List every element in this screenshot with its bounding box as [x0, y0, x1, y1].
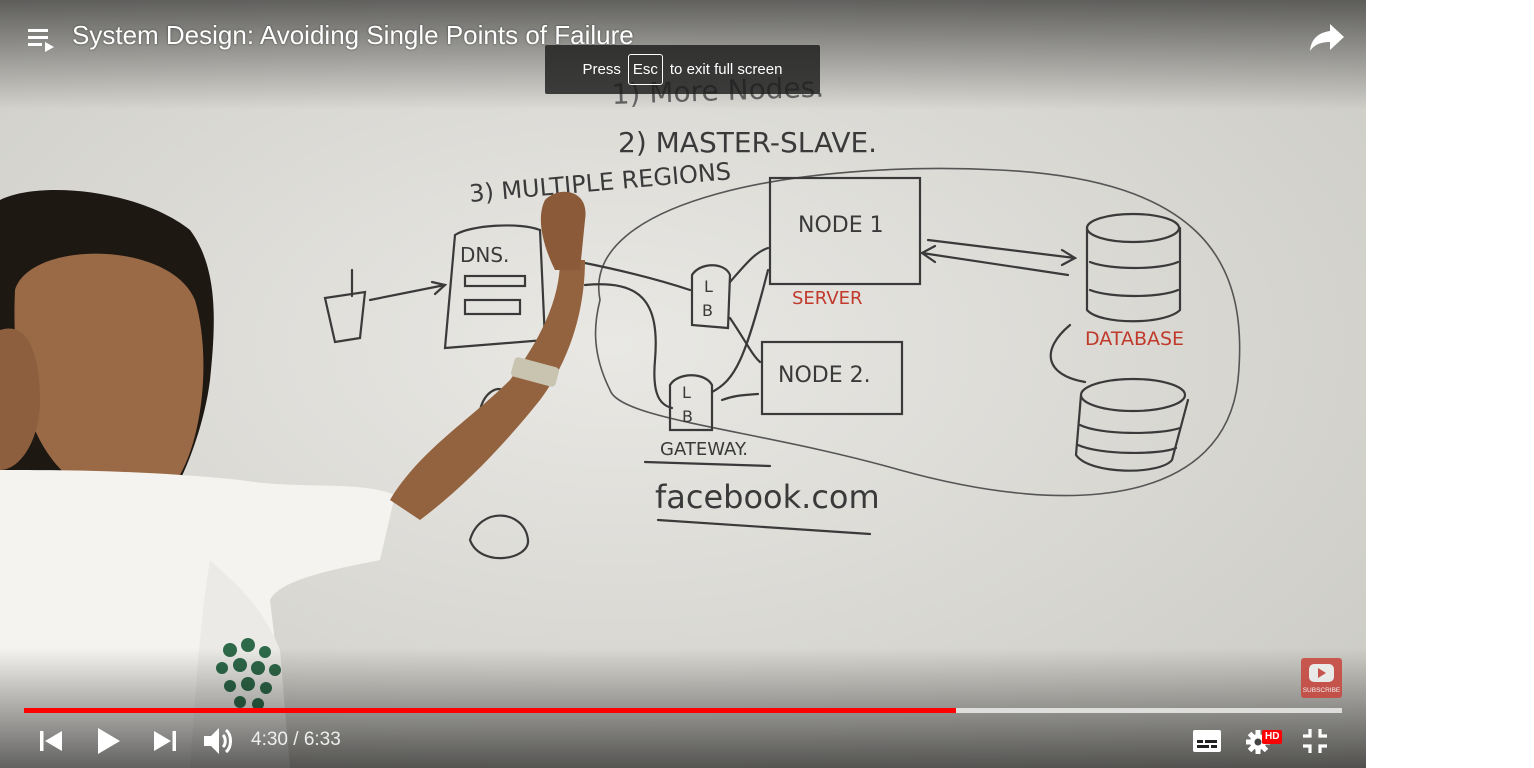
video-frame: 1) More Nodes. 2) MASTER-SLAVE. 3) MULTI…: [0, 0, 1366, 768]
play-icon: [98, 728, 120, 754]
wb-node1: NODE 1: [798, 213, 884, 238]
wb-lb2-l: L: [682, 383, 691, 402]
hd-badge: HD: [1262, 730, 1283, 744]
subscribe-watermark[interactable]: SUBSCRIBE: [1301, 658, 1342, 698]
wb-list-item-2: 2) MASTER-SLAVE.: [618, 126, 877, 159]
wb-node2: NODE 2.: [778, 363, 871, 388]
skip-previous-icon: [40, 731, 62, 751]
share-icon: [1310, 24, 1344, 51]
volume-icon: [204, 728, 232, 754]
wb-dns: DNS.: [460, 243, 509, 267]
subscribe-label: SUBSCRIBE: [1303, 687, 1341, 694]
wb-lb2-b: B: [682, 407, 693, 426]
time-current: 4:30: [251, 729, 288, 750]
play-button[interactable]: [92, 725, 124, 757]
progress-bar[interactable]: [24, 708, 1342, 713]
wb-server: SERVER: [792, 288, 863, 309]
subtitles-icon: [1193, 730, 1221, 752]
wb-lb1-b: B: [702, 301, 713, 320]
exit-fullscreen-icon: [1303, 729, 1327, 753]
next-button[interactable]: [150, 727, 180, 755]
video-player[interactable]: 1) More Nodes. 2) MASTER-SLAVE. 3) MULTI…: [0, 0, 1366, 768]
previous-button[interactable]: [36, 727, 66, 755]
exit-fullscreen-button[interactable]: [1300, 726, 1330, 756]
progress-played: [24, 708, 956, 713]
wb-gateway: GATEWAY.: [660, 439, 748, 460]
wb-database: DATABASE: [1085, 328, 1184, 350]
time-display: 4:30 / 6:33: [251, 729, 341, 751]
time-total: 6:33: [303, 729, 341, 750]
fullscreen-exit-toast: Press Esc to exit full screen: [545, 45, 820, 94]
toast-suffix-text: to exit full screen: [669, 61, 783, 78]
playlist-button[interactable]: [24, 22, 58, 56]
playlist-icon: [28, 29, 54, 52]
youtube-subscribe-icon: SUBSCRIBE: [1301, 658, 1342, 698]
volume-button[interactable]: [200, 723, 236, 759]
skip-next-icon: [154, 731, 176, 751]
video-title[interactable]: System Design: Avoiding Single Points of…: [72, 20, 634, 50]
wb-domain: facebook.com: [655, 478, 880, 516]
esc-key-label: Esc: [627, 54, 663, 85]
time-separator: /: [287, 729, 304, 750]
toast-press-text: Press: [582, 61, 621, 78]
subtitles-button[interactable]: [1191, 727, 1223, 755]
share-button[interactable]: [1306, 18, 1348, 58]
wb-lb1-l: L: [704, 277, 713, 296]
